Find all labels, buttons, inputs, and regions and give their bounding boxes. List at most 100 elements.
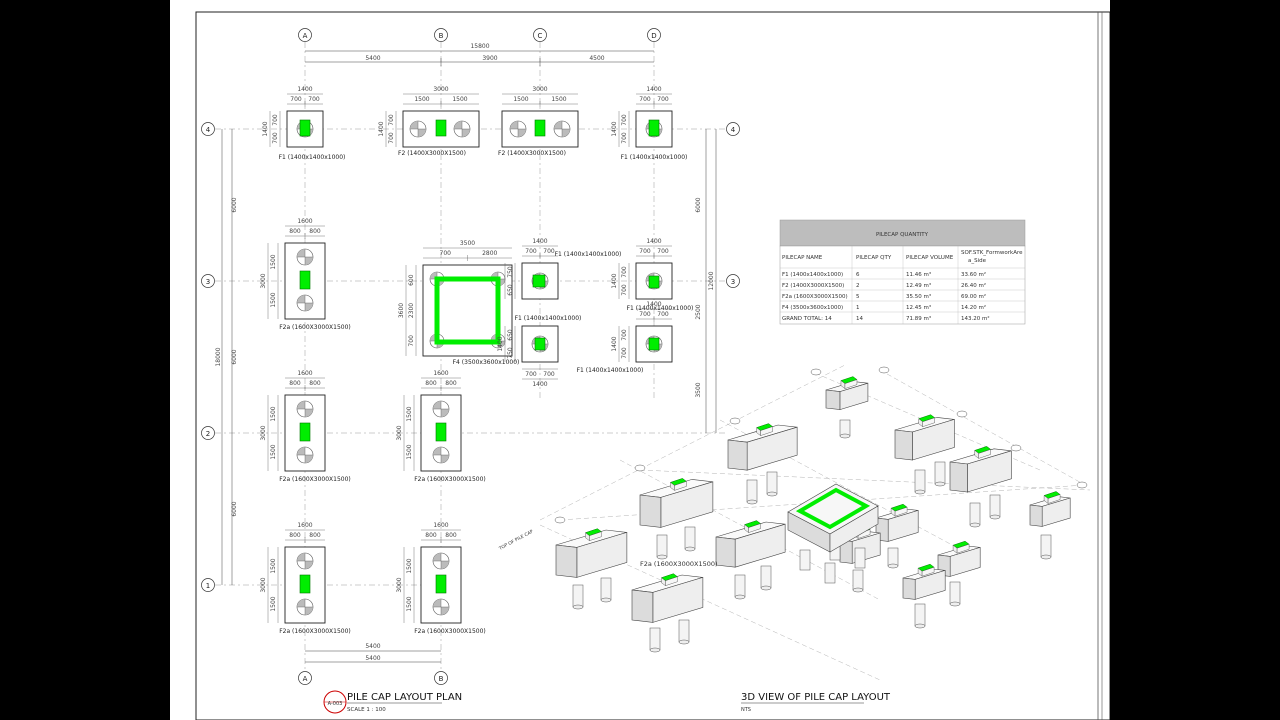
table-header-formwork: SOF.STK_FormworkAre (961, 250, 1023, 256)
pile-cap-outline (635, 325, 673, 363)
pile-cap-label: F2a (1600X3000X1500) (279, 476, 351, 483)
svg-text:3: 3 (206, 278, 210, 286)
table-header-qty: PILECAP QTY (856, 255, 892, 261)
svg-text:A: A (303, 675, 308, 683)
pilecap-quantity-table: PILECAP QUANTITY PILECAP NAME PILECAP QT… (779, 219, 1026, 325)
svg-text:3600: 3600 (398, 303, 405, 318)
column-stub (435, 119, 447, 137)
svg-text:4: 4 (206, 126, 211, 134)
svg-text:2: 2 (206, 430, 210, 438)
svg-text:700: 700 (621, 132, 628, 144)
pile-cap-label: F1 (1400x1400x1000) (555, 251, 622, 258)
grid-bubble-a-top: A (298, 28, 312, 42)
svg-text:700: 700 (657, 248, 669, 255)
table-cell: 35.50 m³ (906, 293, 931, 300)
svg-text:1400: 1400 (262, 121, 269, 136)
dim-width: 3500 (460, 240, 475, 247)
svg-text:3000: 3000 (396, 425, 403, 440)
svg-text:700: 700 (621, 284, 628, 296)
svg-text:700: 700 (621, 266, 628, 278)
svg-text:700: 700 (543, 371, 555, 378)
grid-bubble-1-left: 1 (201, 578, 215, 592)
3d-grid-bubble (729, 417, 741, 425)
svg-text:1400: 1400 (611, 121, 618, 136)
grid-bubbles: A B C D A B 4 3 2 1 4 3 (201, 28, 740, 685)
pile-cap-3d (715, 520, 786, 600)
svg-text:700: 700 (639, 248, 651, 255)
table-cell: 12.49 m³ (906, 282, 931, 289)
svg-text:700: 700 (290, 96, 302, 103)
svg-text:1500: 1500 (270, 596, 277, 611)
svg-text:650: 650 (507, 284, 514, 296)
pile-cap-label: F1 (1400x1400x1000) (279, 154, 346, 161)
column-stub (299, 422, 311, 442)
svg-text:750: 750 (507, 347, 514, 359)
pile-cap-label: F2a (1600X3000X1500) (414, 476, 486, 483)
column-stub (532, 274, 546, 288)
pile-cap-outline (521, 262, 559, 300)
svg-text:3000: 3000 (260, 425, 267, 440)
svg-text:700: 700 (440, 250, 452, 257)
3d-tag-f2a: F2a (1600X3000X1500) (640, 560, 718, 568)
grid-bubble-4-right: 4 (726, 122, 740, 136)
column-stub (648, 275, 660, 289)
3d-grid-bubble (956, 410, 968, 418)
3d-grid-bubble (554, 516, 566, 524)
3d-title-block: 3D VIEW OF PILE CAP LAYOUT NTS (741, 692, 891, 713)
svg-text:1500: 1500 (406, 444, 413, 459)
grid-bubble-3-left: 3 (201, 274, 215, 288)
table-cell: 143.20 m² (961, 315, 990, 322)
svg-text:700: 700 (272, 114, 279, 126)
dim-width: 1600 (433, 370, 448, 377)
table-cell: 14.20 m² (961, 304, 986, 311)
pile-cap-3d (825, 376, 869, 439)
column-stub (534, 337, 546, 351)
table-cell: 26.40 m² (961, 282, 986, 289)
svg-text:700: 700 (639, 96, 651, 103)
svg-text:700: 700 (543, 248, 555, 255)
svg-text:700: 700 (621, 329, 628, 341)
svg-text:1500: 1500 (551, 96, 566, 103)
svg-text:700: 700 (657, 96, 669, 103)
svg-text:800: 800 (425, 532, 437, 539)
pile-cap-3d (894, 414, 955, 495)
sheet-ref: A-003 (328, 701, 343, 707)
column-stub (299, 119, 311, 137)
table-cell: 11.46 m³ (906, 271, 931, 278)
table-cell: 69.00 m² (961, 293, 986, 300)
pile-cap-3d (1029, 491, 1071, 560)
grid-bubble-2-left: 2 (201, 426, 215, 440)
pile-cap-3d (639, 478, 714, 560)
column-stub (299, 270, 311, 290)
table-cell: 12.45 m³ (906, 304, 931, 311)
svg-text:4: 4 (731, 126, 736, 134)
table-header-formwork-2: a_Side (968, 258, 987, 264)
svg-text:D: D (651, 32, 656, 40)
plan-title-block: A-003 PILE CAP LAYOUT PLAN SCALE 1 : 100 (323, 690, 462, 714)
column-stub (648, 337, 660, 351)
svg-text:700: 700 (525, 248, 537, 255)
svg-text:1400: 1400 (497, 336, 504, 351)
svg-text:700: 700 (388, 114, 395, 126)
svg-text:800: 800 (289, 380, 301, 387)
svg-text:1500: 1500 (406, 406, 413, 421)
dim-left-bay-3: 6000 (231, 501, 238, 516)
pile-cap-3d-f4 (787, 483, 879, 584)
dim-top-bay-2: 3900 (482, 55, 497, 62)
pile-cap-label: F1 (1400x1400x1000) (627, 305, 694, 312)
svg-text:800: 800 (309, 228, 321, 235)
dim-left-bay-2: 6000 (231, 349, 238, 364)
svg-text:800: 800 (309, 380, 321, 387)
svg-text:700: 700 (388, 132, 395, 144)
svg-text:1500: 1500 (406, 596, 413, 611)
3d-subtitle: NTS (741, 707, 751, 713)
